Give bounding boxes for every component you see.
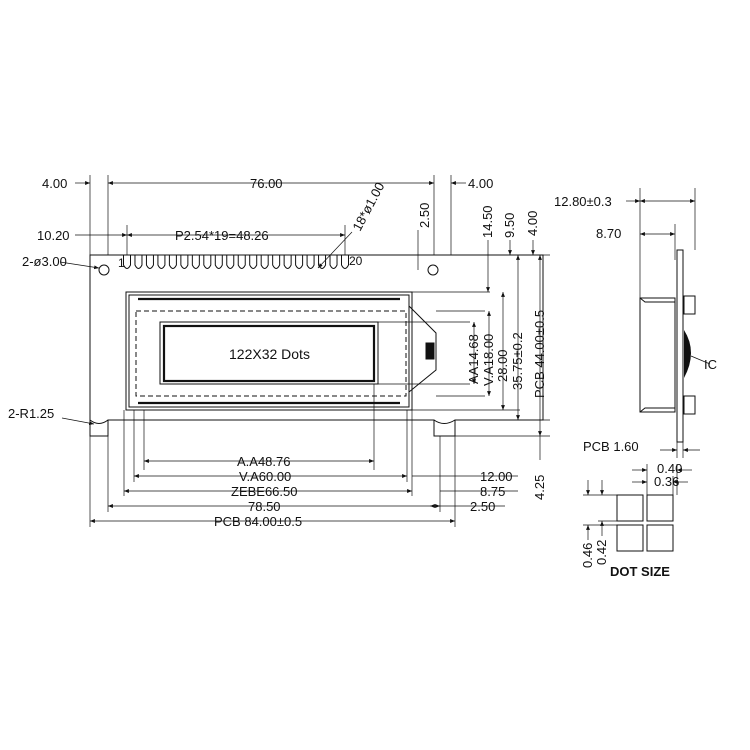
dim-78-50: 78.50 — [248, 499, 281, 514]
dim-4-25: 4.25 — [532, 475, 547, 500]
mount-hole-right — [427, 264, 439, 276]
active-area — [162, 324, 376, 383]
dim-28: 28.00 — [495, 349, 510, 382]
dim-10-20: 10.20 — [37, 228, 70, 243]
mount-hole-left — [98, 264, 110, 276]
pin-last-label: 20 — [349, 254, 363, 268]
dim-bezel-width: ZEBE66.50 — [231, 484, 298, 499]
pin — [306, 255, 315, 269]
dim-4-left: 4.00 — [42, 176, 67, 191]
dot-2 — [646, 494, 674, 522]
dim-dot-size-h: 0.36 — [654, 474, 679, 489]
pin — [134, 255, 143, 269]
pin — [214, 255, 223, 269]
dim-pcb-width: PCB 84.00±0.5 — [214, 514, 302, 529]
ic-label: IC — [704, 357, 717, 372]
display-text: 122X32 Dots — [229, 346, 310, 362]
dim-dot-size-v: 0.42 — [594, 540, 609, 565]
side-view: 12.80±0.3 8.70 IC PCB 1.60 — [554, 188, 717, 458]
dot-3 — [616, 524, 644, 552]
pin — [145, 255, 154, 269]
active-area-outer — [159, 321, 379, 385]
bezel — [125, 291, 413, 411]
pin-first-label: 1 — [118, 256, 125, 270]
dim-14-50: 14.50 — [480, 205, 495, 238]
glass-profile — [639, 297, 676, 413]
dim-pcb-height: PCB 44.00±0.5 — [532, 310, 547, 398]
dim-mount-holes: 2-ø3.00 — [22, 254, 67, 269]
pin — [226, 255, 235, 269]
dim-76: 76.00 — [250, 176, 283, 191]
pin — [341, 255, 349, 269]
pin — [283, 255, 292, 269]
pin — [272, 255, 281, 269]
dim-dot-pitch-h: 0.40 — [657, 461, 682, 476]
dim-4-00-right: 4.00 — [525, 211, 540, 236]
dim-thickness: 12.80±0.3 — [554, 194, 612, 209]
pin — [123, 255, 131, 269]
pin — [295, 255, 304, 269]
dim-9-50: 9.50 — [502, 213, 517, 238]
front-view: 1 20 122X32 Dots 76.00 4.00 4.00 P2.54*1… — [8, 175, 550, 529]
dim-pitch: P2.54*19=48.26 — [175, 228, 269, 243]
dim-va-width: V.A60.00 — [239, 469, 291, 484]
pcb-side — [676, 249, 684, 443]
dot-4 — [646, 524, 674, 552]
pin — [203, 255, 212, 269]
pin — [180, 255, 189, 269]
dim-2-50-bottom: 2.50 — [470, 499, 495, 514]
pin — [260, 255, 269, 269]
dot-size-title: DOT SIZE — [610, 564, 670, 579]
dim-35-75: 35.75±0.2 — [510, 332, 525, 390]
ic-blob — [684, 330, 691, 378]
dim-corner-radius: 2-R1.25 — [8, 406, 54, 421]
dim-pcb-thickness: PCB 1.60 — [583, 439, 639, 454]
pin-row — [123, 255, 349, 269]
dim-aa-width: A.A48.76 — [237, 454, 291, 469]
pin — [249, 255, 258, 269]
dim-12: 12.00 — [480, 469, 513, 484]
pin — [168, 255, 177, 269]
connector-tab — [408, 305, 437, 393]
dim-module: 8.70 — [596, 226, 621, 241]
dim-dot-pitch-v: 0.46 — [580, 543, 595, 568]
dim-pin-holes: 18*ø1.00 — [349, 180, 387, 234]
pcb-outline — [89, 254, 544, 437]
dim-va-height: V.A18.00 — [481, 334, 496, 386]
pin — [237, 255, 246, 269]
pin — [191, 255, 200, 269]
dim-8-75: 8.75 — [480, 484, 505, 499]
pin — [329, 255, 338, 269]
dim-4-right: 4.00 — [468, 176, 493, 191]
viewing-area — [135, 310, 407, 397]
dim-2-50-top: 2.50 — [417, 203, 432, 228]
dim-aa-height: AA14.68 — [466, 334, 481, 384]
pin — [157, 255, 166, 269]
dot-1 — [616, 494, 644, 522]
dot-detail: 0.40 0.36 0.46 0.42 DOT SIZE — [580, 461, 692, 579]
